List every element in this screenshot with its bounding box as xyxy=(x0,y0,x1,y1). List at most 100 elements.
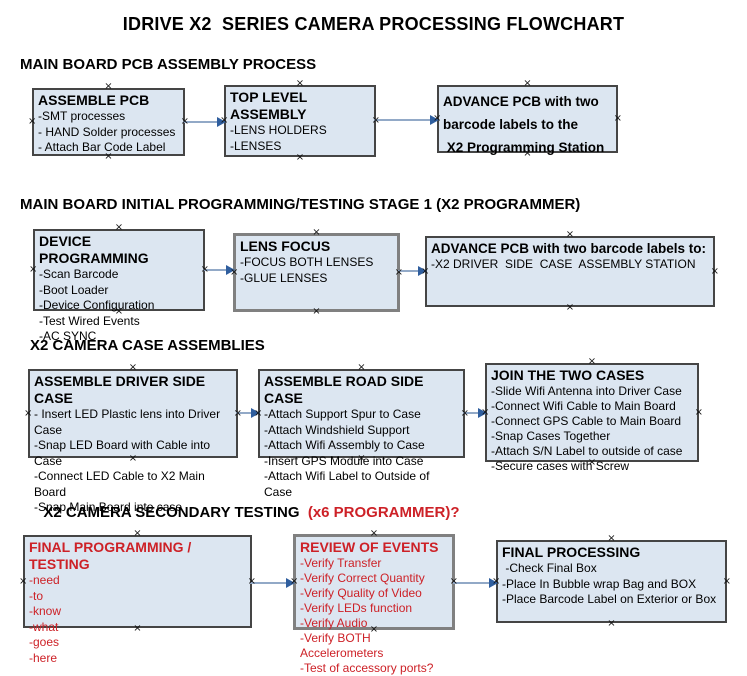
arrow-assemble-pcb-to-top-level[interactable] xyxy=(183,116,226,128)
connector-handle-icon: × xyxy=(357,362,366,373)
connector-handle-icon: × xyxy=(607,533,616,544)
box-title: ASSEMBLE ROAD SIDE CASE xyxy=(264,373,428,406)
box-line: -here xyxy=(29,650,58,665)
box-title: barcode labels to the xyxy=(443,117,579,132)
box-line: -Check Final Box xyxy=(502,561,597,575)
section-1-header: MAIN BOARD PCB ASSEMBLY PROCESS xyxy=(20,56,317,73)
box-line: -Scan Barcode xyxy=(39,267,119,281)
arrow-line xyxy=(453,582,491,584)
box-line: -Device Configuration xyxy=(39,298,155,312)
flow-box-advance-pcb-driver-side[interactable]: ADVANCE PCB with two barcode labels to: … xyxy=(421,230,719,313)
connector-handle-icon: × xyxy=(312,227,321,238)
section-3-header: X2 CAMERA CASE ASSEMBLIES xyxy=(30,337,265,354)
arrow-road-case-to-join-cases[interactable] xyxy=(463,407,487,419)
box-line: -LENS HOLDERS xyxy=(230,123,327,137)
connector-handle-icon: × xyxy=(114,222,124,233)
arrow-line xyxy=(398,270,420,272)
box-line-overflow: -Test of accessory ports? xyxy=(300,661,434,675)
box-line: -Verify Audio xyxy=(300,616,368,630)
flow-box-device-programming[interactable]: DEVICE PROGRAMMING -Scan Barcode -Boot L… xyxy=(29,223,209,344)
box-title: TOP LEVEL ASSEMBLY xyxy=(230,89,311,122)
arrow-line xyxy=(463,412,480,414)
arrow-head-icon xyxy=(489,578,498,588)
box-line: -LENSES xyxy=(230,138,282,153)
box-line: - HAND Solder processes xyxy=(38,124,176,139)
connector-handle-icon: × xyxy=(565,229,575,240)
box-line: -Attach Wifi Assembly to Case xyxy=(264,438,425,452)
flow-box-assemble-pcb[interactable]: ASSEMBLE PCB -SMT processes - HAND Solde… xyxy=(28,82,189,162)
connector-handle-icon: × xyxy=(587,356,597,367)
box-title: ASSEMBLE PCB xyxy=(38,92,150,108)
flow-box-lens-focus[interactable]: LENS FOCUS -FOCUS BOTH LENSES -GLUE LENS… xyxy=(230,228,403,317)
box-line: -Attach S/N Label to outside of case xyxy=(491,444,683,458)
section-2-header: MAIN BOARD INITIAL PROGRAMMING/TESTING S… xyxy=(20,196,581,213)
flow-box-top-level-assembly[interactable]: TOP LEVEL ASSEMBLY -LENS HOLDERS -LENSES… xyxy=(220,79,380,163)
box-line: -what xyxy=(29,619,59,634)
arrow-lens-focus-to-advance[interactable] xyxy=(398,265,427,277)
arrow-final-programming-to-review[interactable] xyxy=(250,577,295,589)
arrow-head-icon xyxy=(478,408,487,418)
box-line: -FOCUS BOTH LENSES xyxy=(240,255,374,269)
box-line: -GLUE LENSES xyxy=(240,270,328,285)
connector-handle-icon: × xyxy=(133,528,142,539)
connector-handle-icon: × xyxy=(19,575,28,587)
box-title: FINAL PROGRAMMING / TESTING xyxy=(29,539,196,572)
arrow-device-programming-to-lens-focus[interactable] xyxy=(203,264,235,276)
box-line: -Attach Support Spur to Case xyxy=(264,407,421,421)
arrow-head-icon xyxy=(217,117,226,127)
flow-box-advance-pcb-programming-station[interactable]: ADVANCE PCB with two barcode labels to t… xyxy=(433,79,622,159)
connector-handle-icon: × xyxy=(523,78,532,89)
flow-box-final-programming-testing[interactable]: FINAL PROGRAMMING / TESTING -need -to -k… xyxy=(19,529,256,665)
connector-handle-icon: × xyxy=(710,265,719,277)
section-4-header: X2 CAMERA SECONDARY TESTING (x6 PROGRAMM… xyxy=(35,487,460,521)
box-title: ASSEMBLE DRIVER SIDE CASE xyxy=(34,373,210,406)
box-title: ADVANCE PCB with two xyxy=(443,94,599,109)
arrow-line xyxy=(183,121,219,123)
arrow-line xyxy=(250,582,288,584)
connector-handle-icon: × xyxy=(128,362,138,373)
box-line: -SMT processes xyxy=(38,109,126,123)
arrow-head-icon xyxy=(286,578,295,588)
box-line: -goes xyxy=(29,635,60,649)
connector-handle-icon: × xyxy=(565,302,575,313)
flow-box-assemble-road-side-case[interactable]: ASSEMBLE ROAD SIDE CASE -Attach Support … xyxy=(254,363,469,499)
box-line: -Attach Wifi Label to Outside of Case xyxy=(264,469,433,499)
box-line: -Test Wired Events xyxy=(39,313,140,328)
section-4-header-red: (x6 PROGRAMMER)? xyxy=(307,504,460,521)
box-line: -Snap Main Board into case xyxy=(34,500,183,514)
arrow-review-to-final-processing[interactable] xyxy=(453,577,498,589)
flow-box-assemble-driver-side-case[interactable]: ASSEMBLE DRIVER SIDE CASE - Insert LED P… xyxy=(24,363,242,515)
box-line: -Verify LEDs function xyxy=(300,601,413,615)
arrow-driver-case-to-road-case[interactable] xyxy=(236,407,260,419)
box-line: -Verify BOTH Accelerometers xyxy=(300,631,384,660)
box-line: -Slide Wifi Antenna into Driver Case xyxy=(491,384,682,398)
box-line: -Snap Cases Together xyxy=(491,429,611,443)
box-title: ADVANCE PCB with two barcode labels to: xyxy=(431,241,707,256)
box-line: -AC SYNC xyxy=(39,329,97,343)
connector-handle-icon: × xyxy=(295,152,305,163)
box-line: -need xyxy=(29,573,60,587)
flow-box-review-of-events[interactable]: REVIEW OF EVENTS -Verify Transfer -Verif… xyxy=(290,529,458,676)
box-line: -Connect LED Cable to X2 Main Board xyxy=(34,469,209,499)
box-title: LENS FOCUS xyxy=(240,238,331,254)
box-line: -to xyxy=(29,588,44,603)
connector-handle-icon: × xyxy=(312,306,321,317)
flow-box-final-processing[interactable]: FINAL PROCESSING -Check Final Box -Place… xyxy=(492,534,731,629)
arrow-head-icon xyxy=(430,115,439,125)
box-line: -Boot Loader xyxy=(39,282,109,297)
connector-handle-icon: × xyxy=(29,264,38,275)
box-line: -Snap LED Board with Cable into Case xyxy=(34,438,214,468)
flow-box-join-the-two-cases[interactable]: JOIN THE TWO CASES -Slide Wifi Antenna i… xyxy=(481,357,703,474)
box-line: -Attach Windshield Support xyxy=(264,422,410,437)
arrow-head-icon xyxy=(251,408,260,418)
connector-handle-icon: × xyxy=(722,575,731,587)
arrow-top-level-to-advance[interactable] xyxy=(374,114,439,126)
box-line: -Verify Quality of Video xyxy=(300,586,422,600)
connector-handle-icon: × xyxy=(613,113,622,124)
connector-handle-icon: × xyxy=(607,618,616,629)
connector-handle-icon: × xyxy=(295,78,305,89)
box-title: JOIN THE TWO CASES xyxy=(491,367,645,383)
box-line: -Connect Wifi Cable to Main Board xyxy=(491,399,676,413)
box-line: -Insert GPS Module into Case xyxy=(264,453,424,468)
arrow-line xyxy=(203,269,228,271)
